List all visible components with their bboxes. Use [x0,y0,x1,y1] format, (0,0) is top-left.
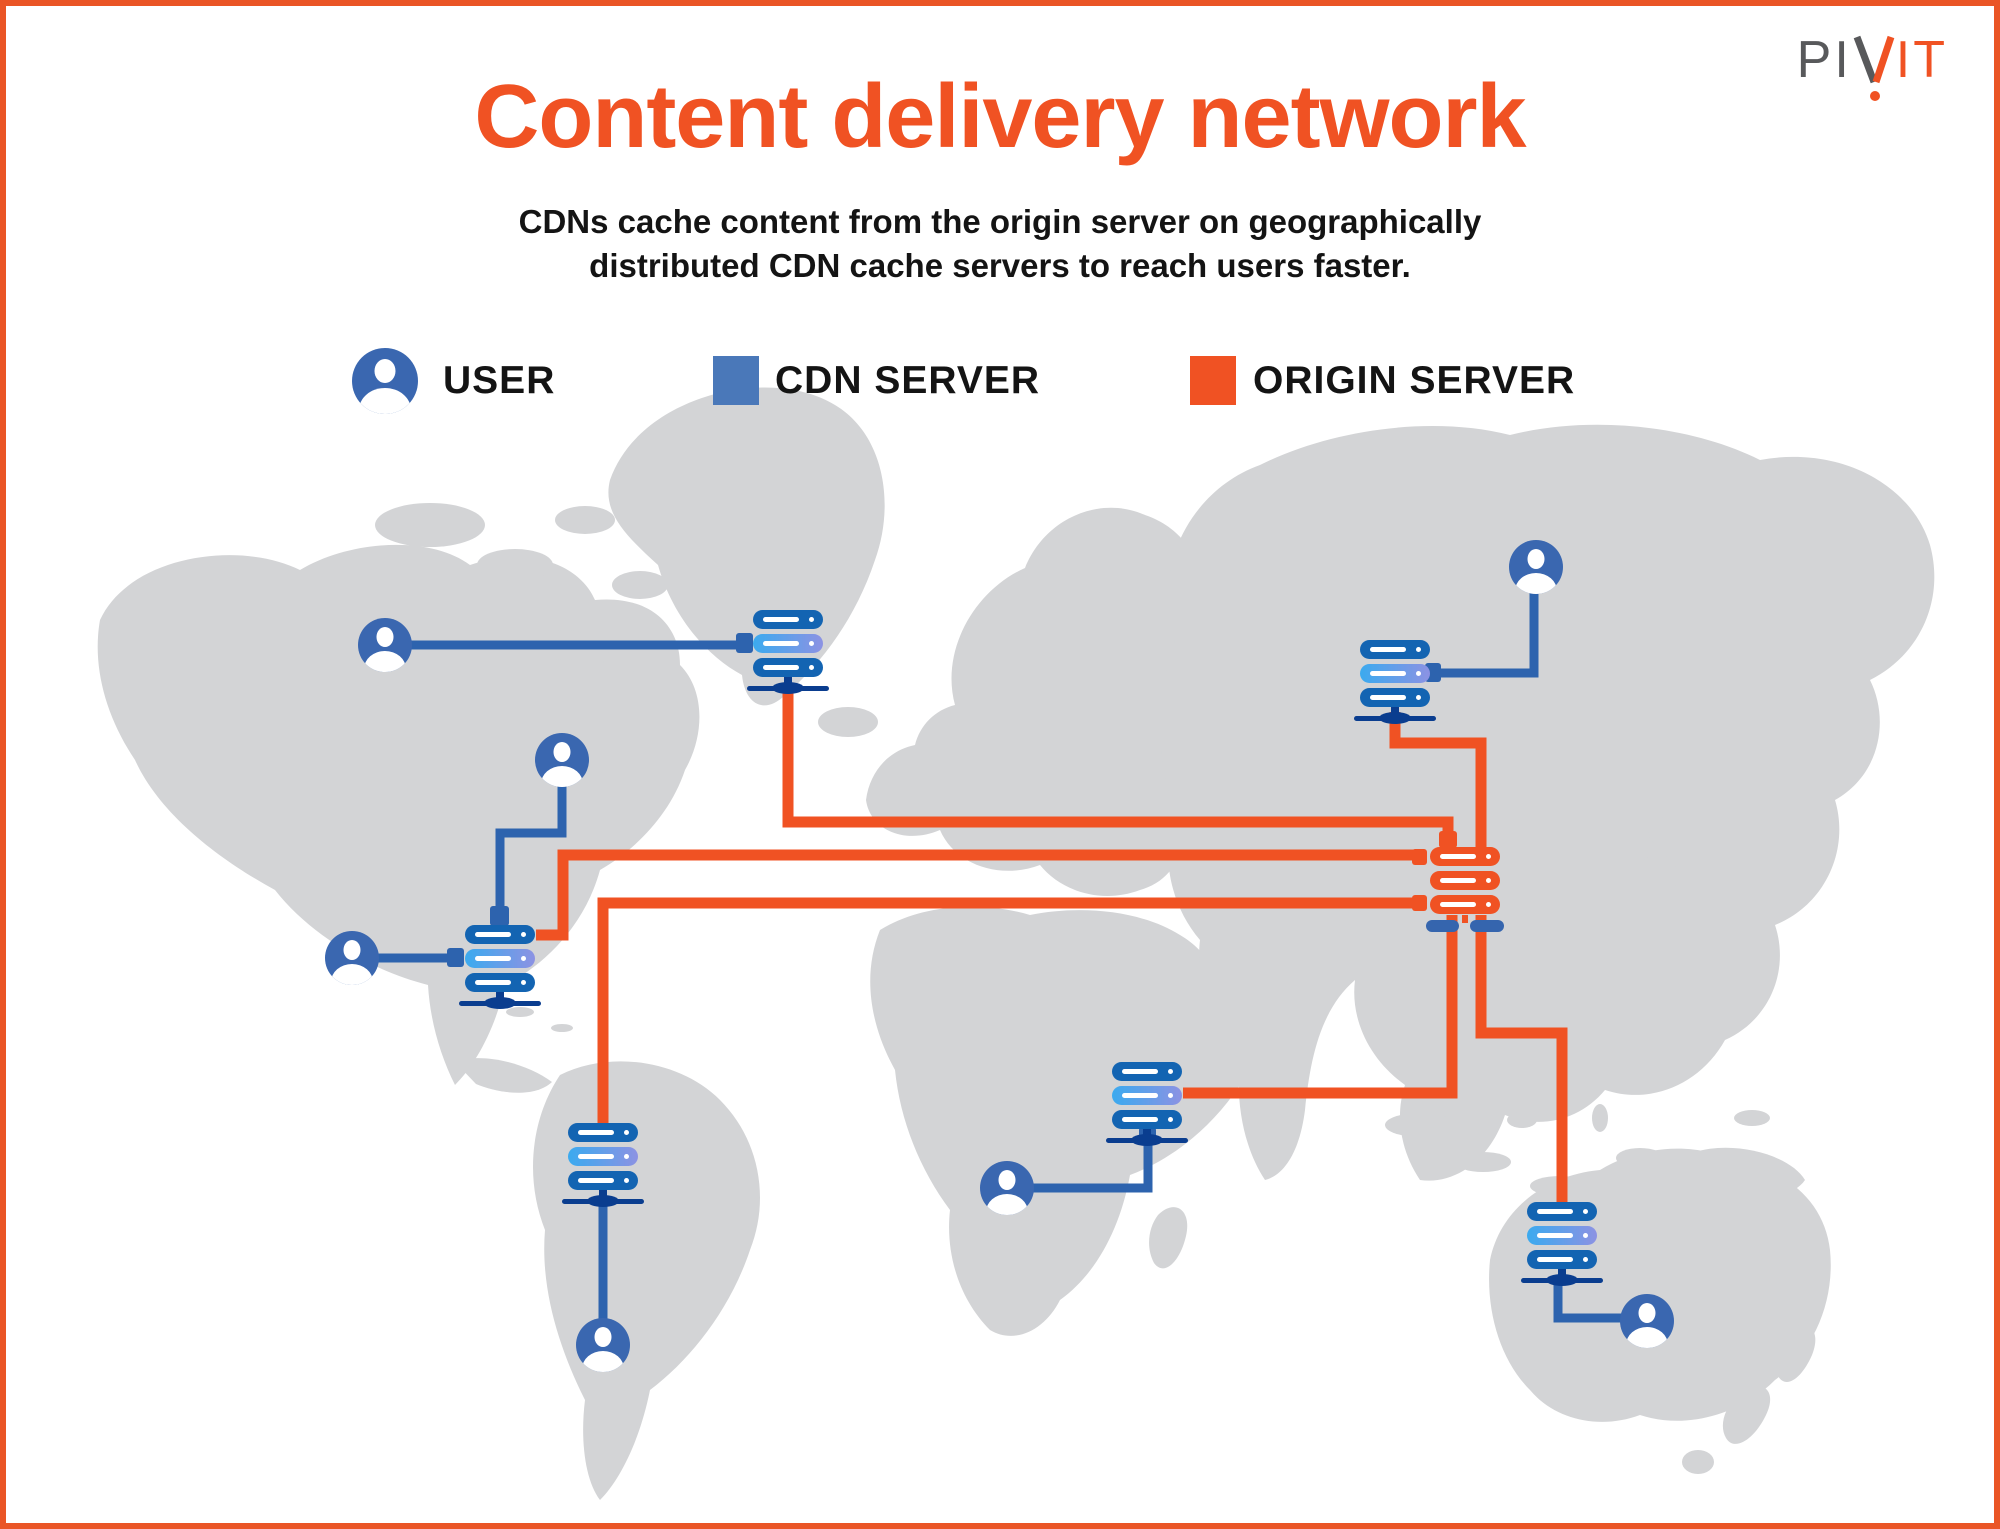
pivit-logo: PI IT [1797,34,1948,104]
logo-text-gray: PI [1796,31,1852,89]
page-subtitle: CDNs cache content from the origin serve… [0,200,2000,288]
logo-text-orange: IT [1895,31,1948,89]
subtitle-line-2: distributed CDN cache servers to reach u… [589,247,1411,284]
line-user-africa-to-cdn-africa [1012,1136,1153,1193]
line-origin-to-cdn-africa [1183,915,1458,1099]
cdn-server-africa-icon [1106,1062,1188,1147]
user-south-america-icon [576,1318,630,1372]
user-africa-icon [980,1161,1034,1215]
line-cdn-australia-to-user [1553,1282,1642,1323]
map-europe [866,507,1226,896]
origin-server-icon [1426,847,1504,932]
plug-cdn-north-america-left [447,948,464,967]
plug-cdn-north-america-top [490,906,509,926]
user-siberia-icon [1509,540,1563,594]
map-asia [1160,424,1935,1181]
logo-v-icon [1853,35,1895,101]
cdn-server-australia-icon [1521,1202,1603,1287]
legend-cdn-server-swatch [713,356,759,405]
map-africa [870,906,1246,1336]
subtitle-line-1: CDNs cache content from the origin serve… [518,203,1482,240]
line-user-canada-to-cdn-north-america [495,770,567,912]
cdn-server-russia-icon [1354,640,1436,725]
plug-origin-top [1439,831,1457,848]
legend-user-label: USER [443,359,556,402]
user-us-west-icon [325,931,379,985]
page-title: Content delivery network [474,67,1526,167]
legend-origin-server-swatch [1190,356,1236,405]
plug-origin-left-bottom [1412,895,1427,911]
line-cdn-north-america-to-origin [536,849,1420,941]
legend-origin-server-label: ORIGIN SERVER [1253,359,1576,402]
line-cdn-greenland-to-origin [782,685,1454,840]
plug-origin-left-top [1412,849,1427,865]
cdn-server-north-america-icon [459,925,541,1010]
user-arctic-canada-icon [358,618,412,672]
line-cdn-south-america-to-origin [597,897,1420,1126]
plug-cdn-greenland-left [736,633,753,653]
user-australia-icon [1620,1294,1674,1348]
cdn-server-greenland-icon [747,610,829,695]
map-north-america [97,544,700,1085]
line-user-siberia-to-cdn-russia [1437,585,1539,678]
line-origin-to-cdn-australia [1475,915,1568,1205]
user-canada-icon [535,733,589,787]
legend-user-icon [352,348,418,414]
line-cdn-russia-to-origin [1389,712,1487,850]
cdn-server-south-america-icon [562,1123,644,1208]
legend-cdn-server-label: CDN SERVER [775,359,1041,402]
